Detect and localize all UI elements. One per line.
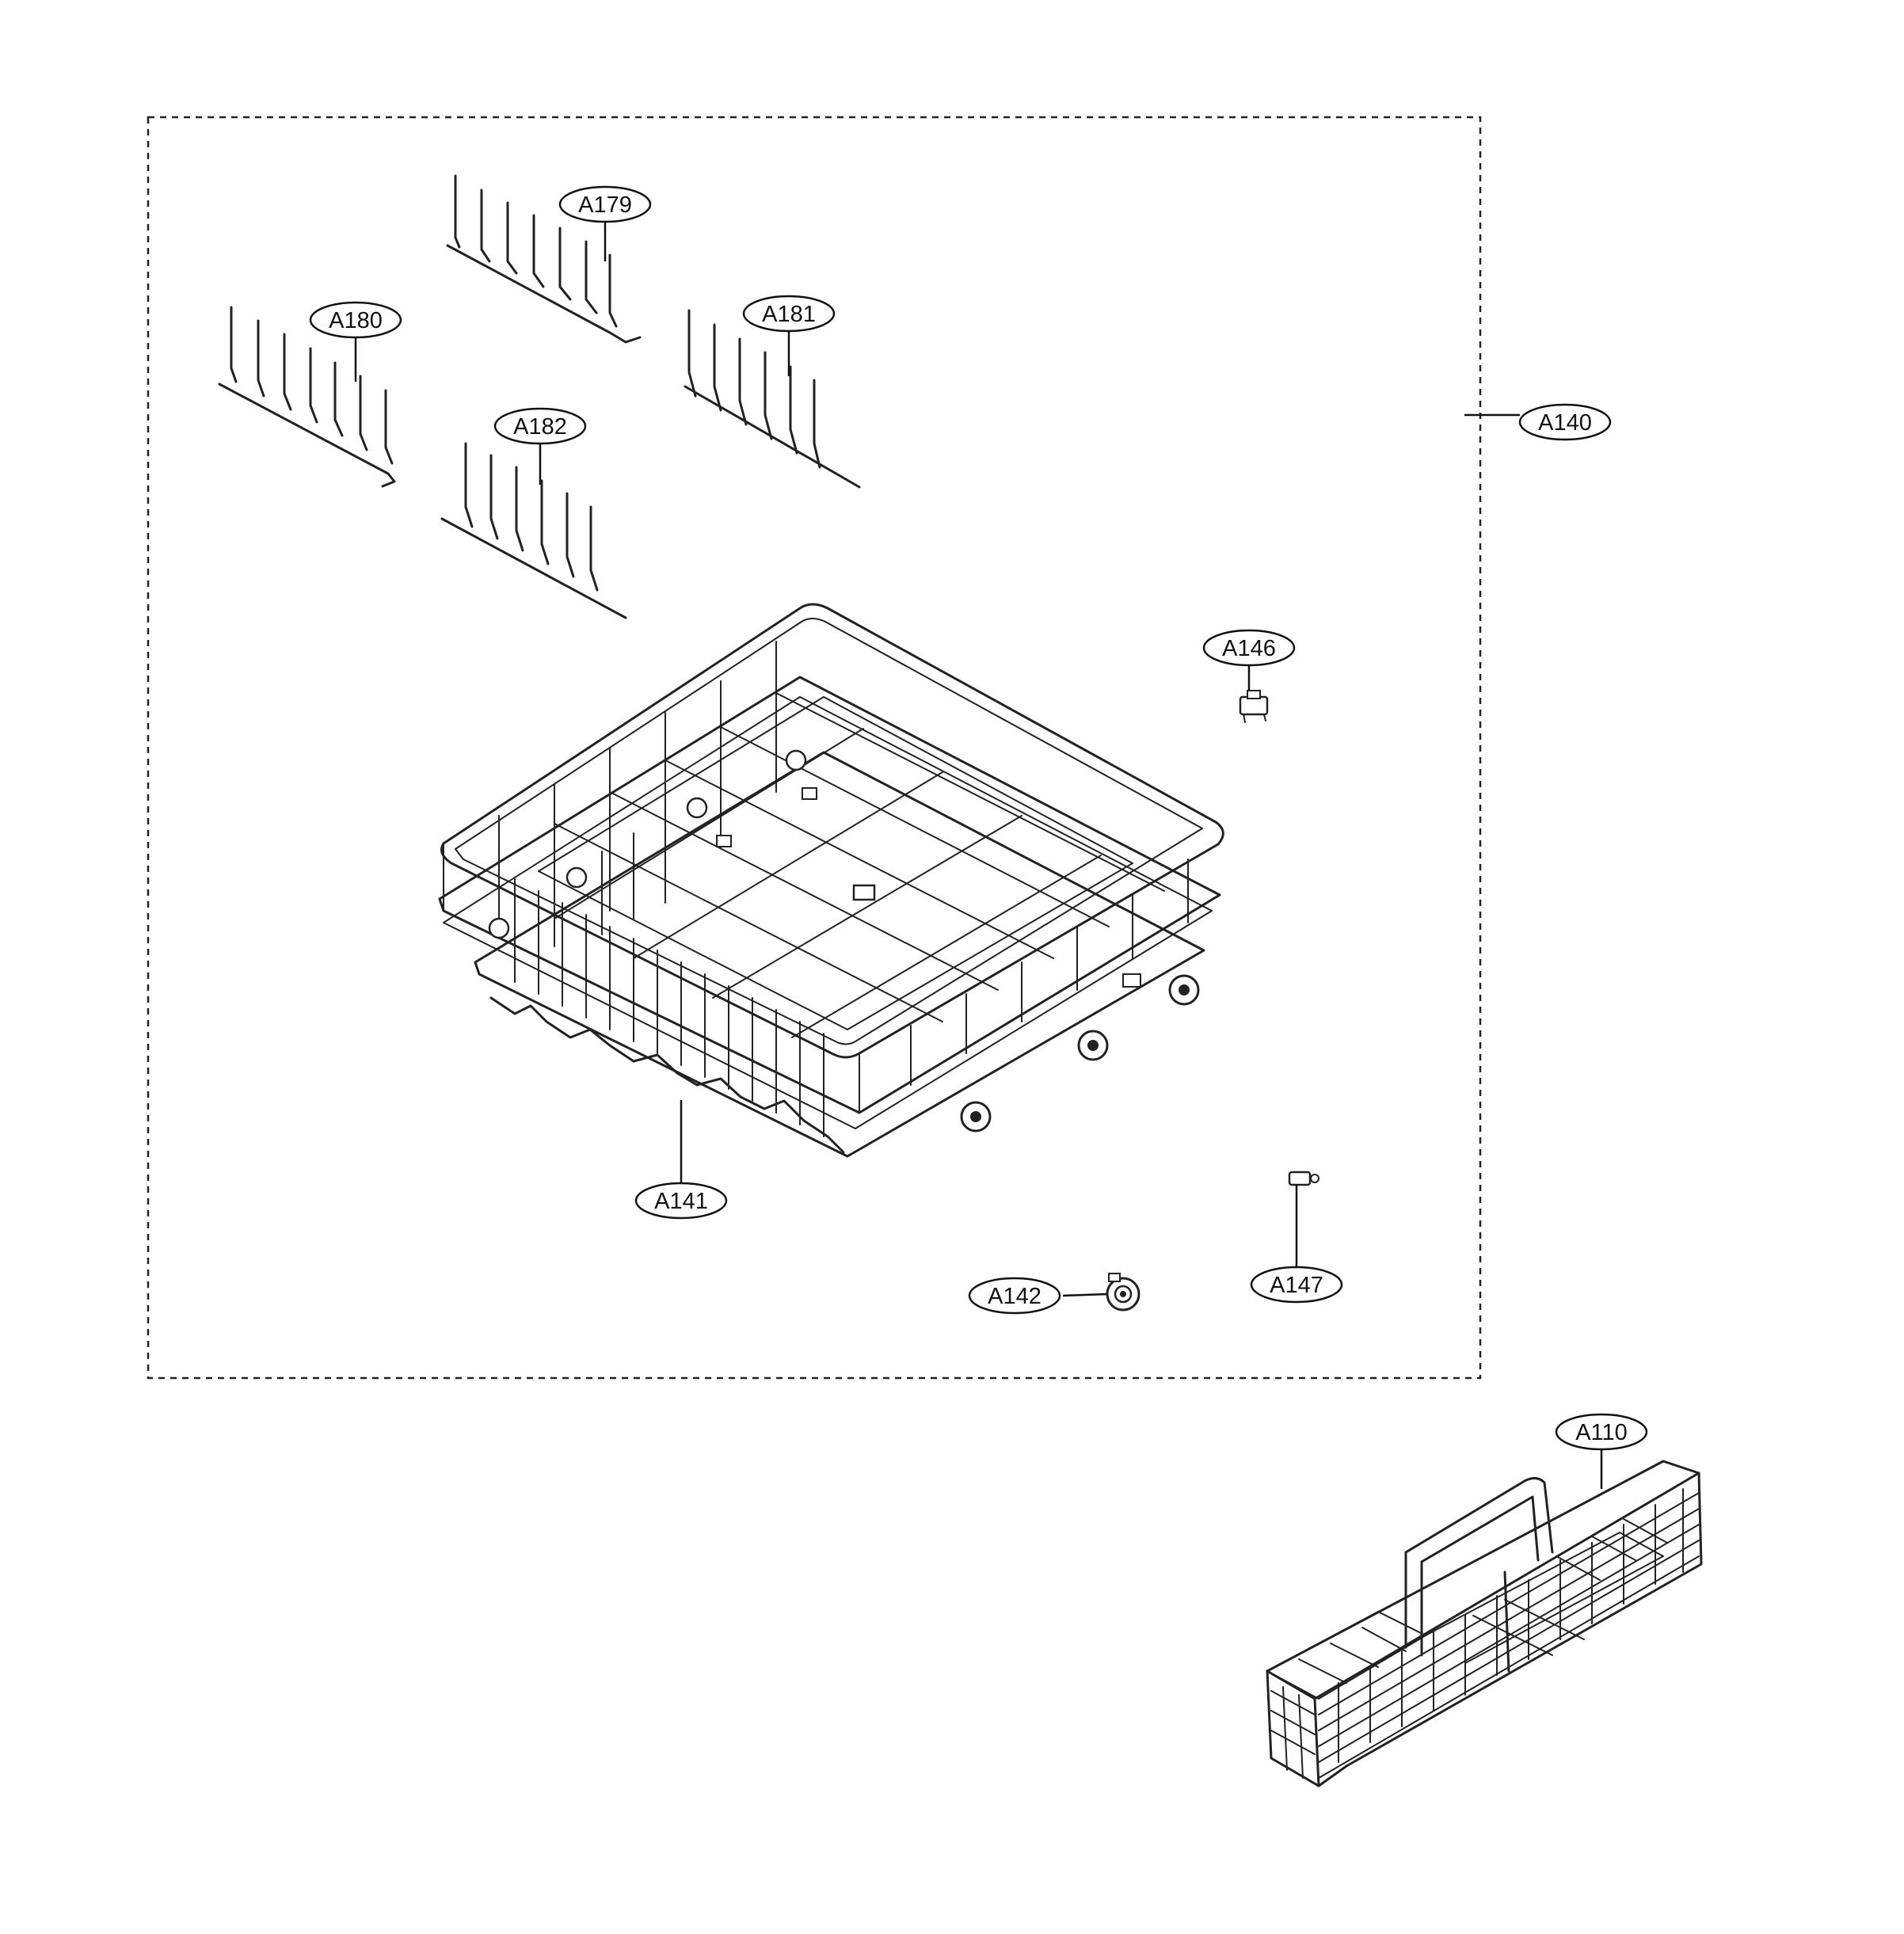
rack-wheels	[960, 974, 1200, 1133]
tine-row-a180[interactable]	[218, 306, 396, 488]
callout-a146[interactable]: A146	[1202, 629, 1296, 667]
callout-a182[interactable]: A182	[493, 407, 587, 445]
callout-a142-text: A142	[988, 1284, 1041, 1309]
callout-a140[interactable]: A140	[1518, 403, 1612, 441]
cutlery-basket-a110[interactable]	[1266, 1460, 1703, 1787]
rack-roller-hubs	[488, 749, 1141, 988]
callout-a179-text: A179	[578, 192, 632, 218]
callout-a142[interactable]: A142	[968, 1277, 1061, 1315]
callout-a140-text: A140	[1538, 410, 1592, 436]
callout-a181-text: A181	[762, 302, 816, 327]
leader-lines	[354, 219, 1603, 1489]
callout-a180[interactable]: A180	[309, 301, 402, 339]
callout-a141[interactable]: A141	[634, 1182, 728, 1220]
lower-rack-a141[interactable]	[438, 603, 1224, 1158]
callout-a110-text: A110	[1575, 1420, 1628, 1445]
callout-a110[interactable]: A110	[1555, 1413, 1648, 1451]
rack-wheel-a142[interactable]	[1106, 1273, 1140, 1312]
tine-row-a179[interactable]	[446, 174, 642, 344]
callout-a180-text: A180	[329, 308, 383, 333]
callout-a147-text: A147	[1270, 1273, 1323, 1298]
tine-row-a181[interactable]	[684, 309, 861, 489]
rack-clip-a146[interactable]	[1239, 690, 1269, 723]
assembly-boundary	[147, 116, 1482, 1380]
tine-row-a182[interactable]	[440, 442, 627, 619]
callout-a179[interactable]: A179	[558, 185, 652, 223]
callout-a146-text: A146	[1222, 636, 1276, 661]
axle-clip-a147[interactable]	[1288, 1171, 1319, 1186]
callout-a147[interactable]: A147	[1250, 1266, 1343, 1304]
callout-a141-text: A141	[654, 1189, 708, 1214]
callout-a181[interactable]: A181	[742, 295, 836, 333]
callout-a182-text: A182	[513, 414, 567, 440]
